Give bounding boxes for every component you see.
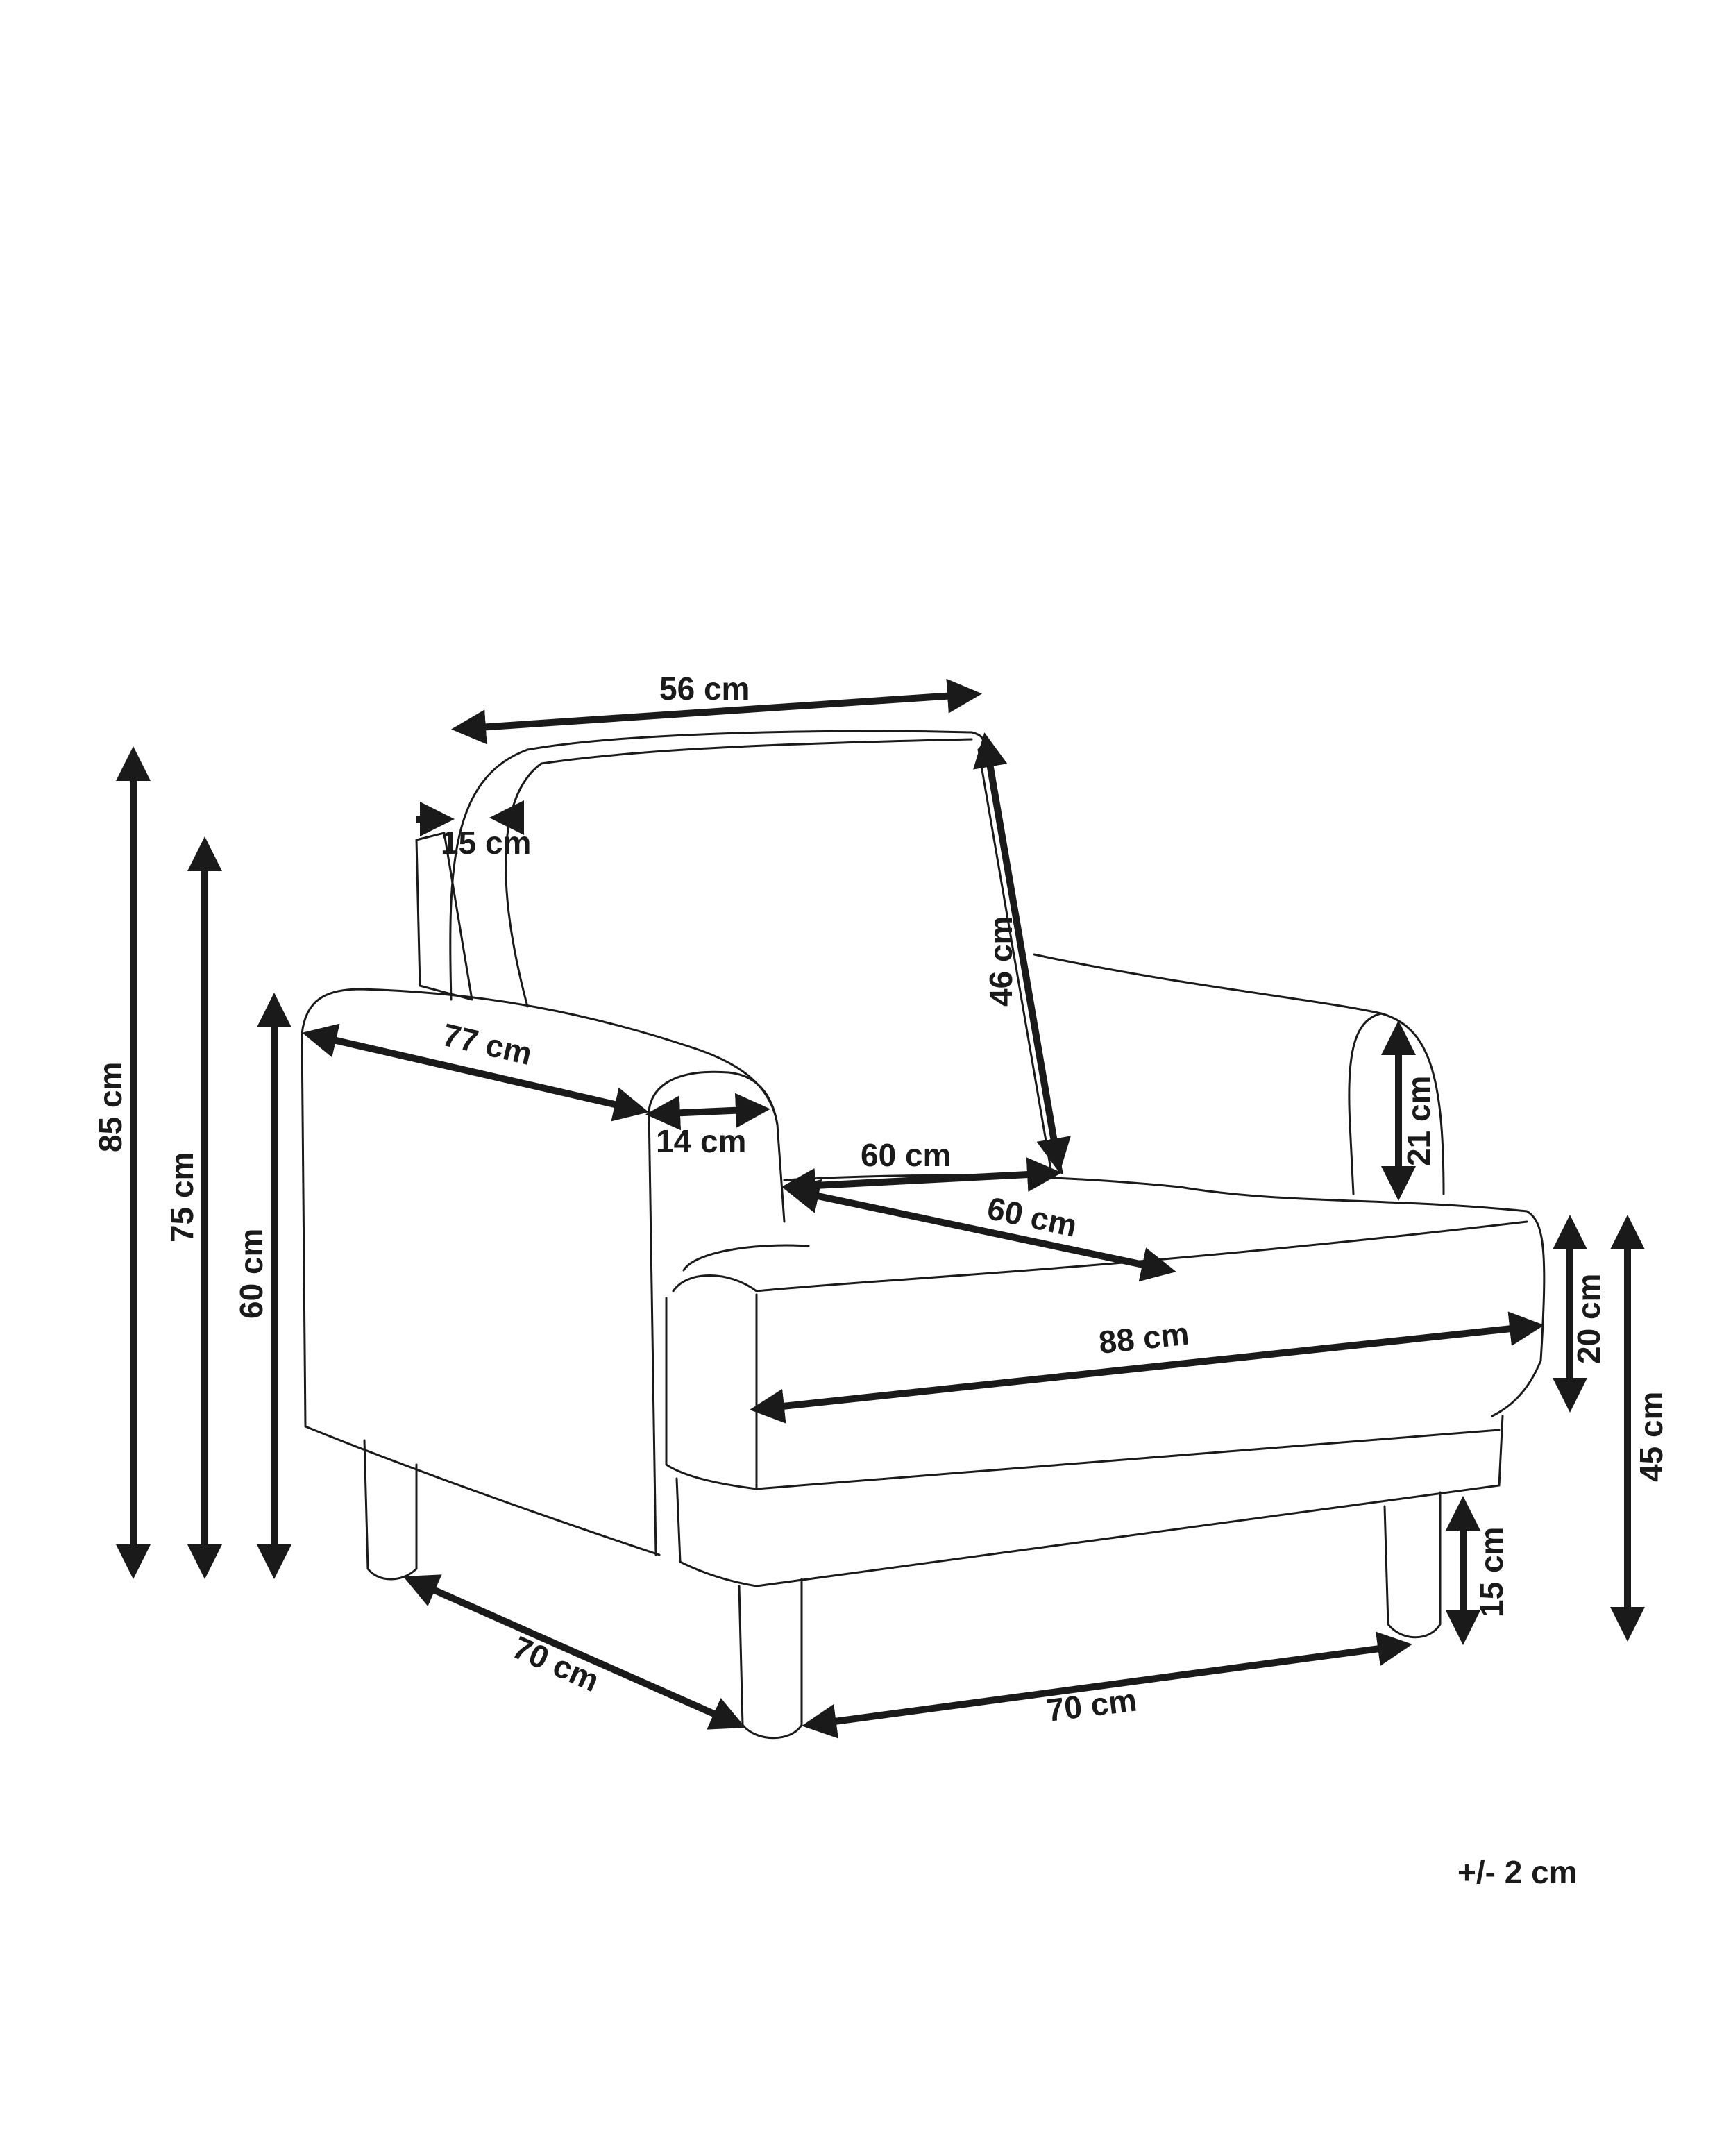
label-base-depth: 70 cm — [507, 1629, 605, 1699]
label-arm-width: 14 cm — [656, 1123, 746, 1159]
label-backrest-height: 46 cm — [983, 916, 1019, 1007]
chair-outline — [301, 730, 1546, 1740]
label-arm-above-seat: 21 cm — [1401, 1076, 1437, 1166]
label-backrest-depth: 15 cm — [441, 825, 531, 861]
label-back-height: 75 cm — [164, 1152, 200, 1243]
tolerance-note: +/- 2 cm — [1457, 1854, 1578, 1890]
label-cushion-height: 20 cm — [1571, 1274, 1607, 1364]
label-arm-length: 77 cm — [439, 1016, 536, 1072]
label-seat-height: 45 cm — [1633, 1392, 1669, 1482]
label-total-width: 88 cm — [1097, 1315, 1191, 1361]
dimension-lines — [116, 678, 1645, 1739]
label-leg-height: 15 cm — [1473, 1527, 1510, 1617]
label-backrest-width: 56 cm — [659, 671, 750, 707]
label-arm-height: 60 cm — [233, 1229, 269, 1319]
label-seat-width: 60 cm — [861, 1137, 951, 1173]
label-total-height: 85 cm — [92, 1062, 128, 1152]
